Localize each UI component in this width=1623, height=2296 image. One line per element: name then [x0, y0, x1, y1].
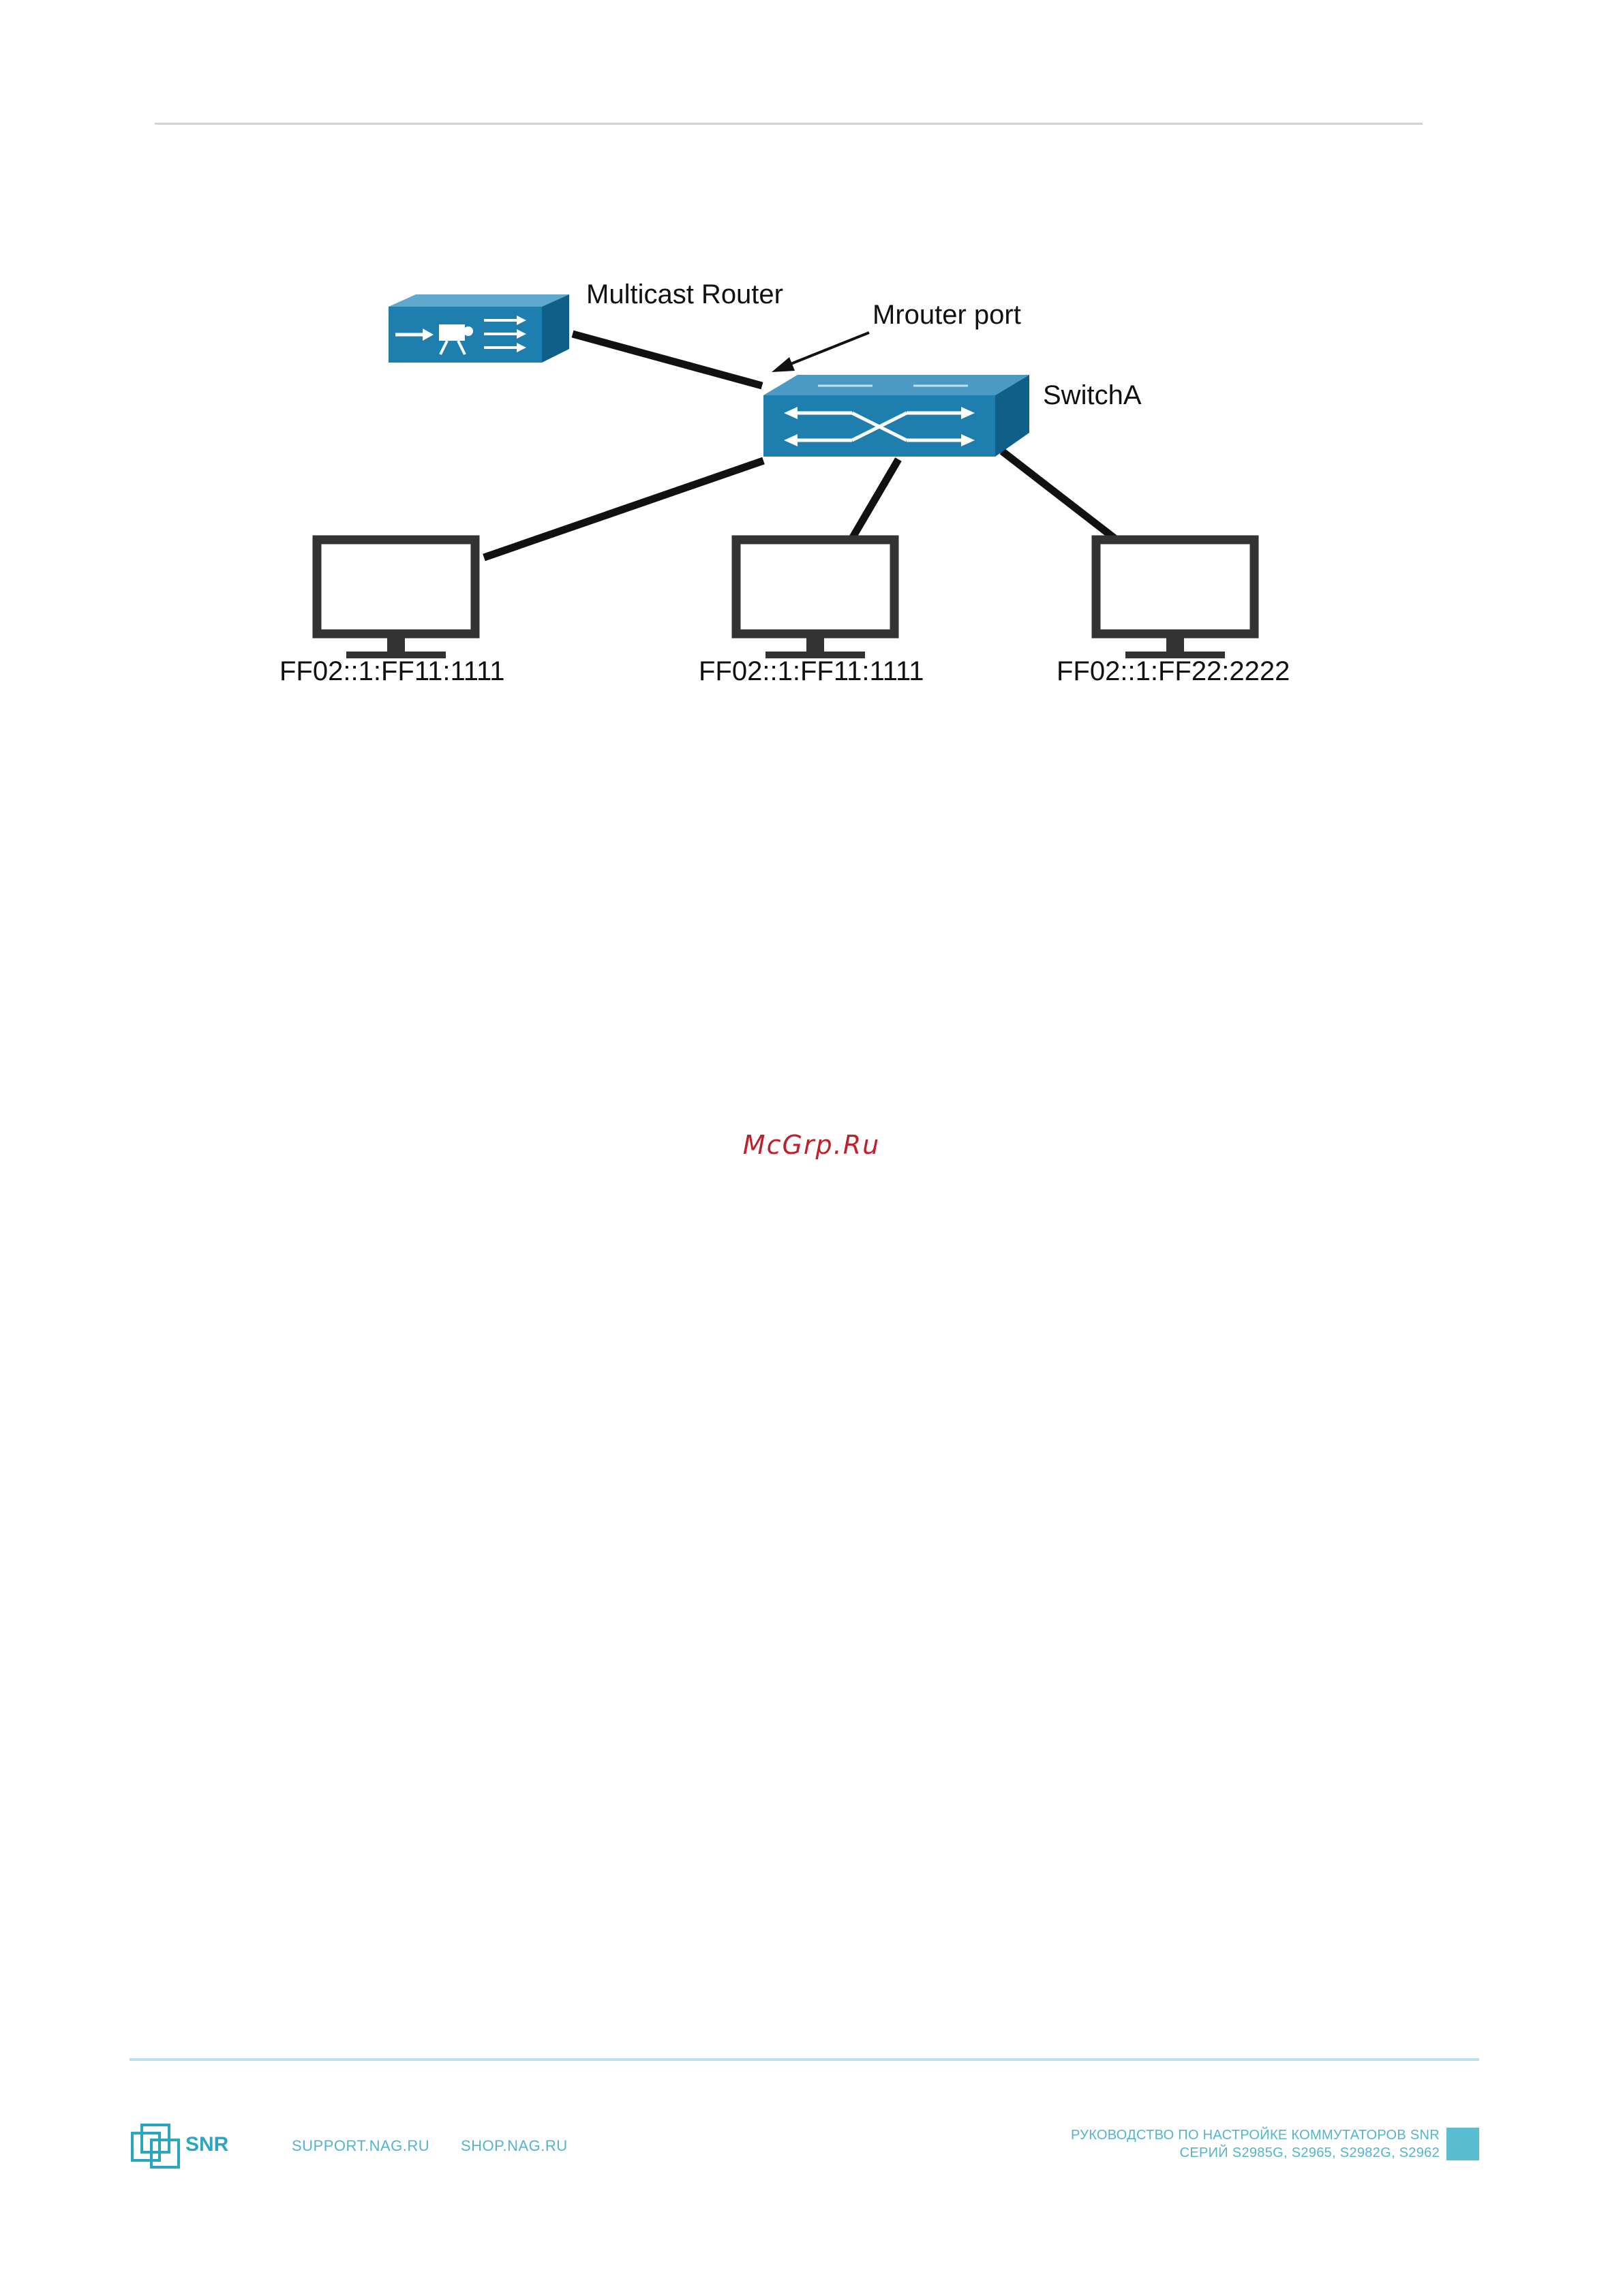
host3-monitor-icon	[1096, 540, 1254, 658]
multicast-router-icon	[389, 294, 569, 363]
link-switch-host2	[852, 459, 898, 538]
network-diagram: Multicast Router Mrouter port SwitchA FF…	[259, 259, 1322, 709]
label-mrouter-port: Mrouter port	[873, 301, 1021, 328]
label-host3: FF02::1:FF22:2222	[1057, 658, 1290, 685]
footer-accent-square	[1446, 2128, 1479, 2160]
link-switch-host1	[484, 461, 763, 557]
link-switch-host3	[1002, 451, 1117, 540]
footer-link-support[interactable]: SUPPORT.NAG.RU	[292, 2137, 429, 2155]
footer-guide-line1: РУКОВОДСТВО ПО НАСТРОЙКЕ КОММУТАТОРОВ SN…	[1071, 2126, 1440, 2144]
diagram-canvas	[259, 259, 1322, 709]
host2-monitor-icon	[736, 540, 894, 658]
mrouter-port-arrow	[772, 333, 869, 372]
label-multicast-router: Multicast Router	[586, 281, 783, 308]
footer-guide-line2: СЕРИЙ S2985G, S2965, S2982G, S2962	[1071, 2144, 1440, 2162]
link-router-switch	[573, 334, 762, 386]
watermark-text: McGrp.Ru	[0, 1130, 1623, 1160]
footer-link-shop[interactable]: SHOP.NAG.RU	[461, 2137, 568, 2155]
label-host2: FF02::1:FF11:1111	[699, 658, 924, 685]
label-switch: SwitchA	[1043, 382, 1142, 409]
label-host1: FF02::1:FF11:1111	[279, 658, 505, 685]
footer-brand: SNR	[185, 2133, 228, 2156]
footer: SNR SUPPORT.NAG.RU SHOP.NAG.RU РУКОВОДСТ…	[130, 2119, 1479, 2174]
switch-icon	[763, 375, 1029, 457]
footer-guide-title: РУКОВОДСТВО ПО НАСТРОЙКЕ КОММУТАТОРОВ SN…	[1071, 2126, 1440, 2162]
footer-rule	[130, 2058, 1479, 2061]
host1-monitor-icon	[317, 540, 475, 658]
header-rule	[155, 123, 1423, 125]
